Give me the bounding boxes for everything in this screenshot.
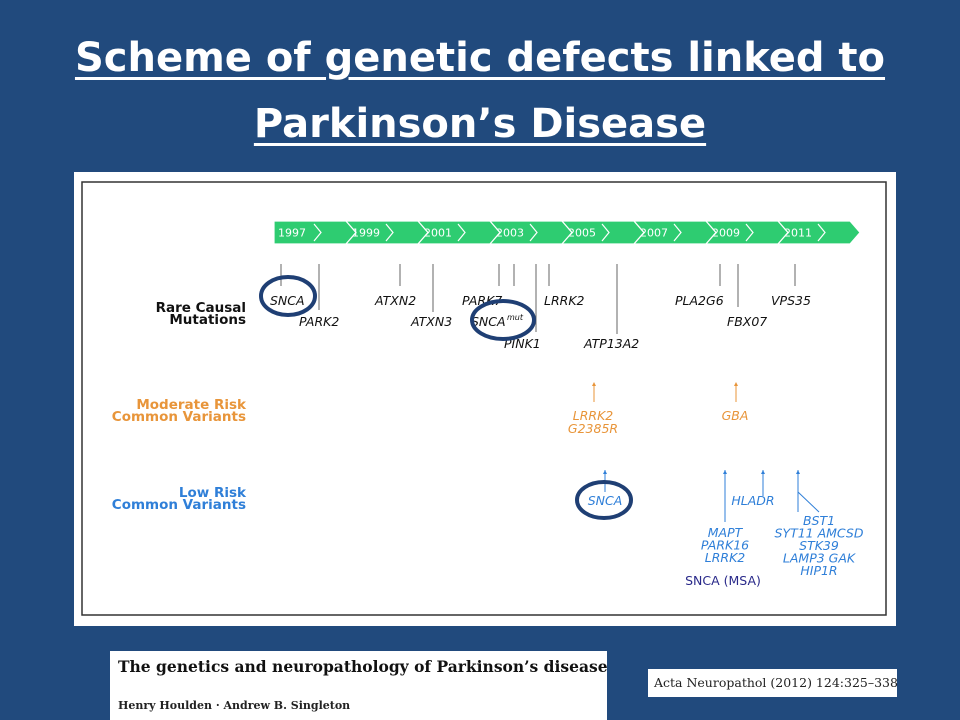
low-risk-arrowhead <box>796 470 800 474</box>
low-variant-mapt-group: MAPT <box>708 525 744 540</box>
rare-gene-lrrk2: LRRK2 <box>544 293 585 308</box>
timeline-half-marker <box>673 223 682 242</box>
journal-reference: Acta Neuropathol (2012) 124:325–338 <box>654 675 898 690</box>
title-line-2: Parkinson’s Disease <box>253 101 707 147</box>
low-variant-bst1-group: LAMP3 GAK <box>783 551 857 566</box>
slide-title: Scheme of genetic defects linked to <box>0 30 960 86</box>
rare-gene-pla2g6: PLA2G6 <box>675 293 724 308</box>
journal-box: Acta Neuropathol (2012) 124:325–338 <box>648 669 898 697</box>
moderate-variant-lrrk2-g2385r: G2385R <box>568 421 618 436</box>
low-variant-mapt-group: LRRK2 <box>705 550 746 565</box>
highlight-circle-snca-mut <box>470 299 536 341</box>
timeline-half-marker <box>313 223 322 242</box>
rare-gene-superscript: mut <box>507 313 524 322</box>
low-variant-bst1-group: STK39 <box>799 538 839 553</box>
citation-box: The genetics and neuropathology of Parki… <box>110 651 608 720</box>
rare-gene-vps35: VPS35 <box>771 293 811 308</box>
low-variant-hladr: HLADR <box>731 493 774 508</box>
timeline-half-marker <box>601 223 610 242</box>
category-moderate-risk: Common Variants <box>112 409 246 425</box>
timeline-year-label: 2011 <box>784 227 812 240</box>
timeline-year-label: 2005 <box>568 227 596 240</box>
timeline-year-label: 2001 <box>424 227 452 240</box>
timeline-half-marker <box>385 223 394 242</box>
low-variant-snca-low: SNCA <box>588 493 623 508</box>
low-variant-mapt-group: PARK16 <box>701 538 749 553</box>
low-variant-bst1-group: HIP1R <box>800 563 837 578</box>
category-low-risk: Common Variants <box>112 497 246 513</box>
moderate-arrowhead <box>734 382 738 386</box>
rare-gene-snca-mut: SNCA <box>471 314 506 329</box>
low-variant-bst1-group: BST1 <box>803 513 835 528</box>
citation-title: The genetics and neuropathology of Parki… <box>118 657 608 676</box>
timeline-year-label: 1999 <box>352 227 380 240</box>
snca-msa-label: SNCA (MSA) <box>685 573 761 588</box>
slide-title-2: Parkinson’s Disease <box>0 96 960 152</box>
rare-gene-park2: PARK2 <box>299 314 339 329</box>
rare-gene-fbx07: FBX07 <box>727 314 767 329</box>
highlight-circle-snca <box>259 275 317 317</box>
timeline-half-marker <box>817 223 826 242</box>
timeline-year-label: 2003 <box>496 227 524 240</box>
category-low-risk: Low Risk <box>179 485 247 501</box>
timeline-half-marker <box>745 223 754 242</box>
timeline-year-label: 2007 <box>640 227 668 240</box>
low-risk-connector <box>797 491 820 513</box>
low-risk-arrowhead <box>603 470 607 474</box>
citation-authors: Henry Houlden · Andrew B. Singleton <box>118 699 351 712</box>
low-risk-arrowhead <box>761 470 765 474</box>
highlight-circle-snca-low <box>575 480 633 520</box>
timeline-year-label: 1997 <box>278 227 306 240</box>
category-moderate-risk: Moderate Risk <box>136 397 247 413</box>
rare-gene-snca: SNCA <box>270 293 305 308</box>
low-risk-arrowhead <box>723 470 727 474</box>
timeline-year-label: 2009 <box>712 227 740 240</box>
moderate-variant-gba: GBA <box>722 408 749 423</box>
category-rare-causal: Mutations <box>169 312 246 328</box>
category-rare-causal: Rare Causal <box>156 300 246 316</box>
timeline-segment <box>776 220 861 245</box>
rare-gene-park7: PARK7 <box>462 293 502 308</box>
rare-gene-atxn2: ATXN2 <box>374 293 416 308</box>
title-line-1: Scheme of genetic defects linked to <box>74 35 886 81</box>
timeline-half-marker <box>457 223 466 242</box>
low-variant-bst1-group: SYT11 AMCSD <box>775 526 864 541</box>
diagram-frame <box>81 181 887 616</box>
moderate-variant-lrrk2-g2385r: LRRK2 <box>573 408 614 423</box>
rare-gene-atxn3: ATXN3 <box>410 314 452 329</box>
rare-gene-atp13a2: ATP13A2 <box>583 336 639 351</box>
timeline-half-marker <box>529 223 538 242</box>
moderate-arrowhead <box>592 382 596 386</box>
